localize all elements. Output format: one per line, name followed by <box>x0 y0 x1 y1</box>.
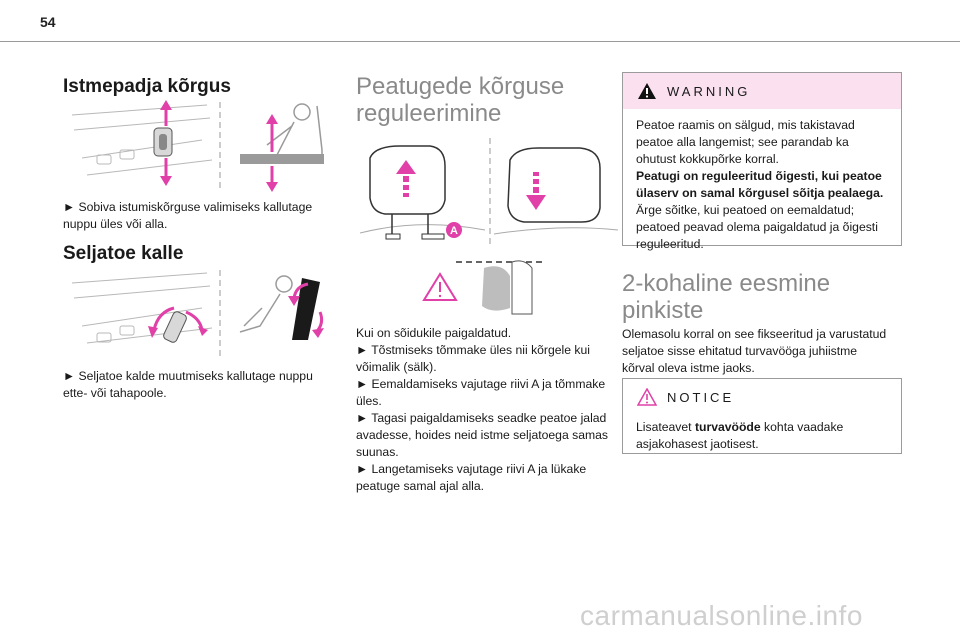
height-arrow-icon <box>266 114 278 192</box>
backrest-illustration <box>71 270 324 358</box>
headrest-line: peatuge samal ajal alla. <box>356 479 485 493</box>
notice-line1-suffix: kohta vaadake <box>760 420 844 434</box>
raise-arrow-icon <box>396 160 416 197</box>
warning-line-bold: ülaserv on samal kõrgusel sõitja pealaeg… <box>636 186 884 200</box>
headrest-line: üles. <box>356 394 382 408</box>
watermark: carmanualsonline.info <box>580 600 863 631</box>
headrest-illustration: A <box>360 138 619 315</box>
svg-text:A: A <box>450 225 458 237</box>
head-silhouette-icon <box>482 260 533 315</box>
up-down-arrow-icon <box>160 100 172 186</box>
bench-heading-line1: 2-kohaline eesmine <box>622 270 831 297</box>
notice-text: Lisateavet turvavööde kohta vaadake asja… <box>623 415 901 453</box>
warning-text: Peatoe raamis on sälgud, mis takistavad … <box>623 109 901 253</box>
reclining-person-icon <box>239 275 293 333</box>
headrest-line: suunas. <box>356 445 399 459</box>
bench-line: seljatoe sisse ehitatud turvavööga juhii… <box>622 344 858 358</box>
warning-triangle-icon <box>638 83 656 99</box>
seat-height-text: ► Sobiva istumiskõrguse valimiseks kallu… <box>63 200 313 231</box>
headrest-line: Kui on sõidukile paigaldatud. <box>356 326 512 340</box>
seat-height-heading: Istmepadja kõrgus <box>63 76 231 97</box>
headrest-line: ► Tõstmiseks tõmmake üles nii kõrgele ku… <box>356 343 591 357</box>
warning-line: Peatoe raamis on sälgud, mis takistavad <box>636 118 855 132</box>
seat-height-illustration <box>71 100 324 192</box>
lower-arrow-icon <box>526 172 546 210</box>
page-number: 54 <box>40 14 56 30</box>
notice-line1: Lisateavet turvavööde kohta vaadake <box>636 419 901 436</box>
headrest-line: võimalik (sälk). <box>356 360 437 374</box>
warning-line: Ärge sõitke, kui peatoed on eemaldatud; <box>636 203 855 217</box>
headrest-line: ► Tagasi paigaldamiseks seadke peatoe ja… <box>356 411 607 425</box>
notice-line1-prefix: Lisateavet <box>636 420 695 434</box>
backrest-shape <box>292 278 320 340</box>
warning-triangle-icon <box>422 272 458 301</box>
notice-header: NOTICE <box>623 379 901 415</box>
backrest-switch-icon <box>163 311 187 343</box>
seated-person-icon <box>241 103 323 162</box>
bench-heading-line2: pinkiste <box>622 297 704 324</box>
warning-line: reguleeritud. <box>636 237 704 251</box>
bench-line: Olemasolu korral on see fikseeritud ja v… <box>622 327 887 341</box>
notice-line2: asjakohasest jaotisest. <box>636 437 759 451</box>
seatbelt-link: turvavööde <box>694 420 761 434</box>
latch-a-label: A <box>446 222 462 238</box>
headrest-up-diagram <box>360 145 486 240</box>
warning-line: peatoe alla langemist; see parandab ka <box>636 135 849 149</box>
bench-text: Olemasolu korral on see fikseeritud ja v… <box>622 326 908 377</box>
headrest-down-diagram <box>493 147 619 235</box>
headrest-line: ► Eemaldamiseks vajutage riivi A ja tõmm… <box>356 377 606 391</box>
headrest-heading-line1: Peatugede kõrguse <box>356 73 565 100</box>
notice-box: NOTICE Lisateavet turvavööde kohta vaada… <box>622 378 902 454</box>
warning-line: ohutust kokkupõrke korral. <box>636 152 779 166</box>
seat-switch-icon <box>153 127 173 157</box>
warning-line: peatoed peavad olema paigaldatud ja õige… <box>636 220 878 234</box>
headrest-heading-line2: reguleerimine <box>356 100 502 127</box>
headrest-line: avadesse, hoides neid istme seljatoega s… <box>356 428 609 442</box>
warning-line-bold: Peatugi on reguleeritud õigesti, kui pea… <box>636 169 882 183</box>
warning-title: WARNING <box>667 83 751 99</box>
headrest-text: Kui on sõidukile paigaldatud. ► Tõstmise… <box>356 325 618 495</box>
notice-triangle-icon <box>637 388 657 406</box>
headrest-line: ► Langetamiseks vajutage riivi A ja lüka… <box>356 462 587 476</box>
backrest-heading: Seljatoe kalle <box>63 243 184 264</box>
header-rule <box>0 41 960 42</box>
warning-box: WARNING Peatoe raamis on sälgud, mis tak… <box>622 72 902 251</box>
notice-title: NOTICE <box>667 389 735 405</box>
backrest-text: ► Seljatoe kalde muutmiseks kallutage nu… <box>63 369 313 400</box>
bench-line: kõrval oleva istme jaoks. <box>622 361 755 375</box>
warning-header: WARNING <box>623 73 901 109</box>
